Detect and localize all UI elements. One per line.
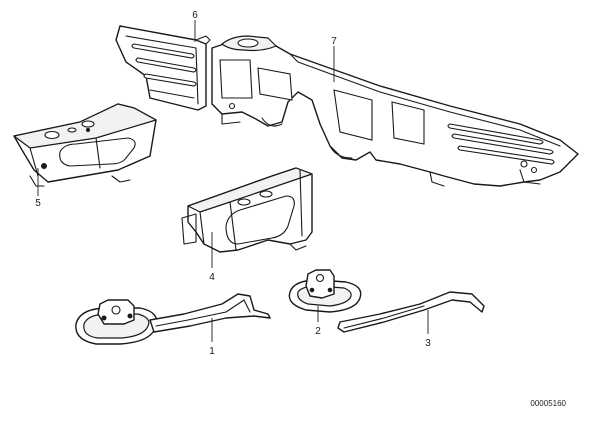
callout-7: 7 (331, 36, 337, 47)
part-7-cross-member[interactable] (211, 35, 579, 187)
callout-4: 4 (209, 272, 215, 283)
leader-lines (37, 20, 429, 342)
part-5-bracket[interactable] (13, 103, 157, 187)
part-6-bracket[interactable] (115, 25, 211, 111)
callout-2: 2 (315, 326, 321, 337)
callout-labels: 6 7 5 4 1 2 3 (35, 10, 431, 357)
part-3-strap[interactable] (337, 291, 485, 333)
part-1-mount[interactable] (75, 293, 271, 345)
callout-3: 3 (425, 338, 431, 349)
callout-5: 5 (35, 198, 41, 209)
part-2-mount[interactable] (288, 269, 362, 313)
part-4-bracket[interactable] (181, 167, 313, 253)
callout-6: 6 (192, 10, 198, 21)
diagram-reference-number: 00005160 (530, 399, 566, 408)
callout-1: 1 (209, 346, 215, 357)
